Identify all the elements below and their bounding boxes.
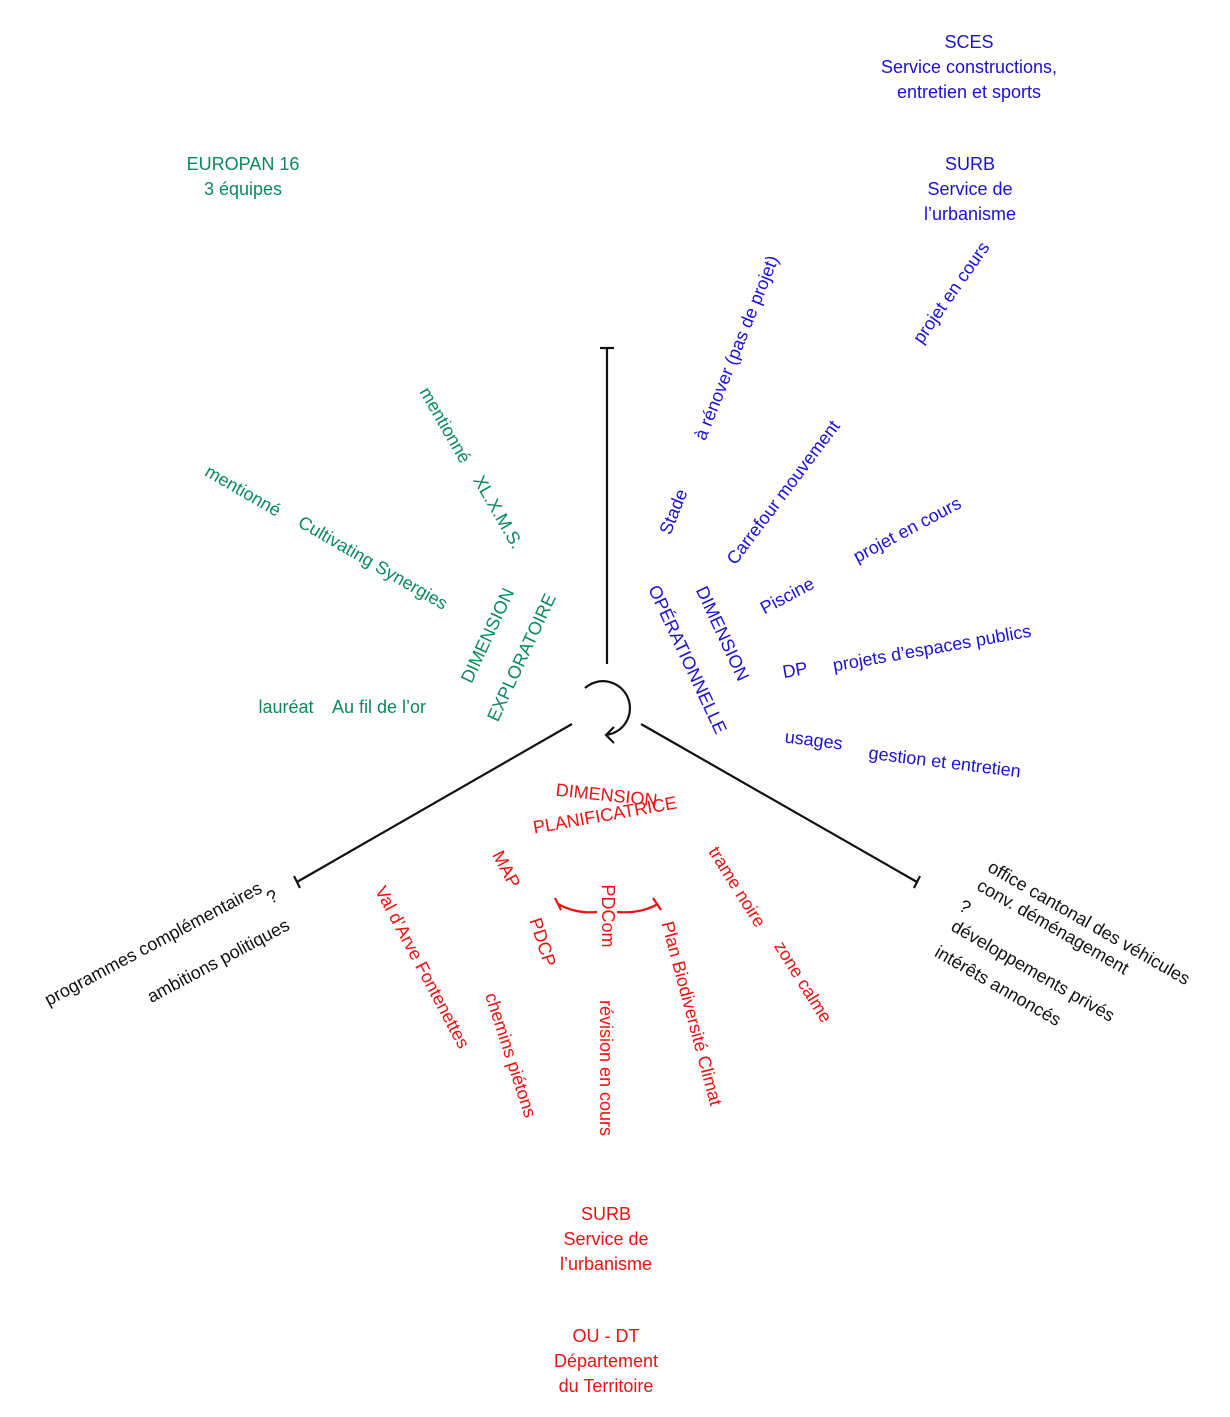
- group-operationnelle: SCES Service constructions, entretien et…: [644, 32, 1057, 781]
- pdcom-bracket: [554, 897, 662, 914]
- xl-status: mentionné: [416, 384, 475, 467]
- piscine-status: projet en cours: [850, 493, 965, 567]
- surb-red-line3: l’urbanisme: [560, 1254, 652, 1274]
- xl-name: XL.X.M.S.: [469, 472, 527, 552]
- surb-red-acronym: SURB: [581, 1204, 631, 1224]
- sces-line2: Service constructions,: [881, 57, 1057, 77]
- axis-right: [640, 723, 918, 883]
- europan-teams: 3 équipes: [204, 179, 282, 199]
- usages-status: gestion et entretien: [868, 743, 1022, 782]
- revision-label: révision en cours: [596, 1000, 616, 1136]
- dp-status: projets d’espaces publics: [831, 621, 1033, 676]
- europan-title: EUROPAN 16: [187, 154, 300, 174]
- zone-label: zone calme: [770, 937, 836, 1026]
- right-question: ?: [956, 896, 975, 918]
- pdcp-item: chemins piétons: [481, 990, 540, 1120]
- pdcp-label: PDCP: [525, 915, 559, 969]
- usages-label: usages: [784, 727, 844, 754]
- surb-blue-acronym: SURB: [945, 154, 995, 174]
- pdcom-label: PDCom: [598, 884, 618, 947]
- carrefour-label: Carrefour mouvement: [723, 416, 844, 568]
- map-name: Val d’Arve Fontenettes: [371, 883, 474, 1052]
- sces-line3: entretien et sports: [897, 82, 1041, 102]
- left-question: ?: [263, 886, 281, 908]
- axes: [293, 346, 921, 889]
- trame-label: trame noire: [704, 843, 769, 931]
- surb-status: projet en cours: [909, 238, 994, 347]
- dp-label: DP: [781, 658, 809, 682]
- piscine-label: Piscine: [757, 573, 818, 618]
- stade-label: Stade: [655, 486, 691, 537]
- surb-red-line2: Service de: [563, 1229, 648, 1249]
- sces-acronym: SCES: [944, 32, 993, 52]
- af-name: Au fil de l’or: [332, 697, 426, 717]
- plan-label: Plan Biodiversité Climat: [658, 919, 727, 1108]
- map-label: MAP: [488, 847, 524, 891]
- cs-name: Cultivating Synergies: [295, 512, 451, 614]
- surb-blue-line3: l’urbanisme: [924, 204, 1016, 224]
- axis-left-cap: [293, 875, 301, 889]
- axis-left: [296, 723, 573, 883]
- cycle-arrow-icon: [584, 680, 632, 744]
- ou-dt-line2: Département: [554, 1351, 658, 1371]
- af-status: lauréat: [258, 697, 313, 717]
- group-exploratoire: EUROPAN 16 3 équipes DIMENSION EXPLORATO…: [187, 154, 560, 724]
- group-planificatrice: DIMENSION PLANIFICATRICE MAP Val d’Arve …: [371, 780, 836, 1396]
- ou-dt-line3: du Territoire: [559, 1376, 654, 1396]
- cs-status: mentionné: [202, 461, 285, 520]
- axis-right-cap: [913, 875, 921, 889]
- ou-dt-acronym: OU - DT: [573, 1326, 640, 1346]
- surb-blue-line2: Service de: [927, 179, 1012, 199]
- stade-status: à rénover (pas de projet): [690, 253, 782, 443]
